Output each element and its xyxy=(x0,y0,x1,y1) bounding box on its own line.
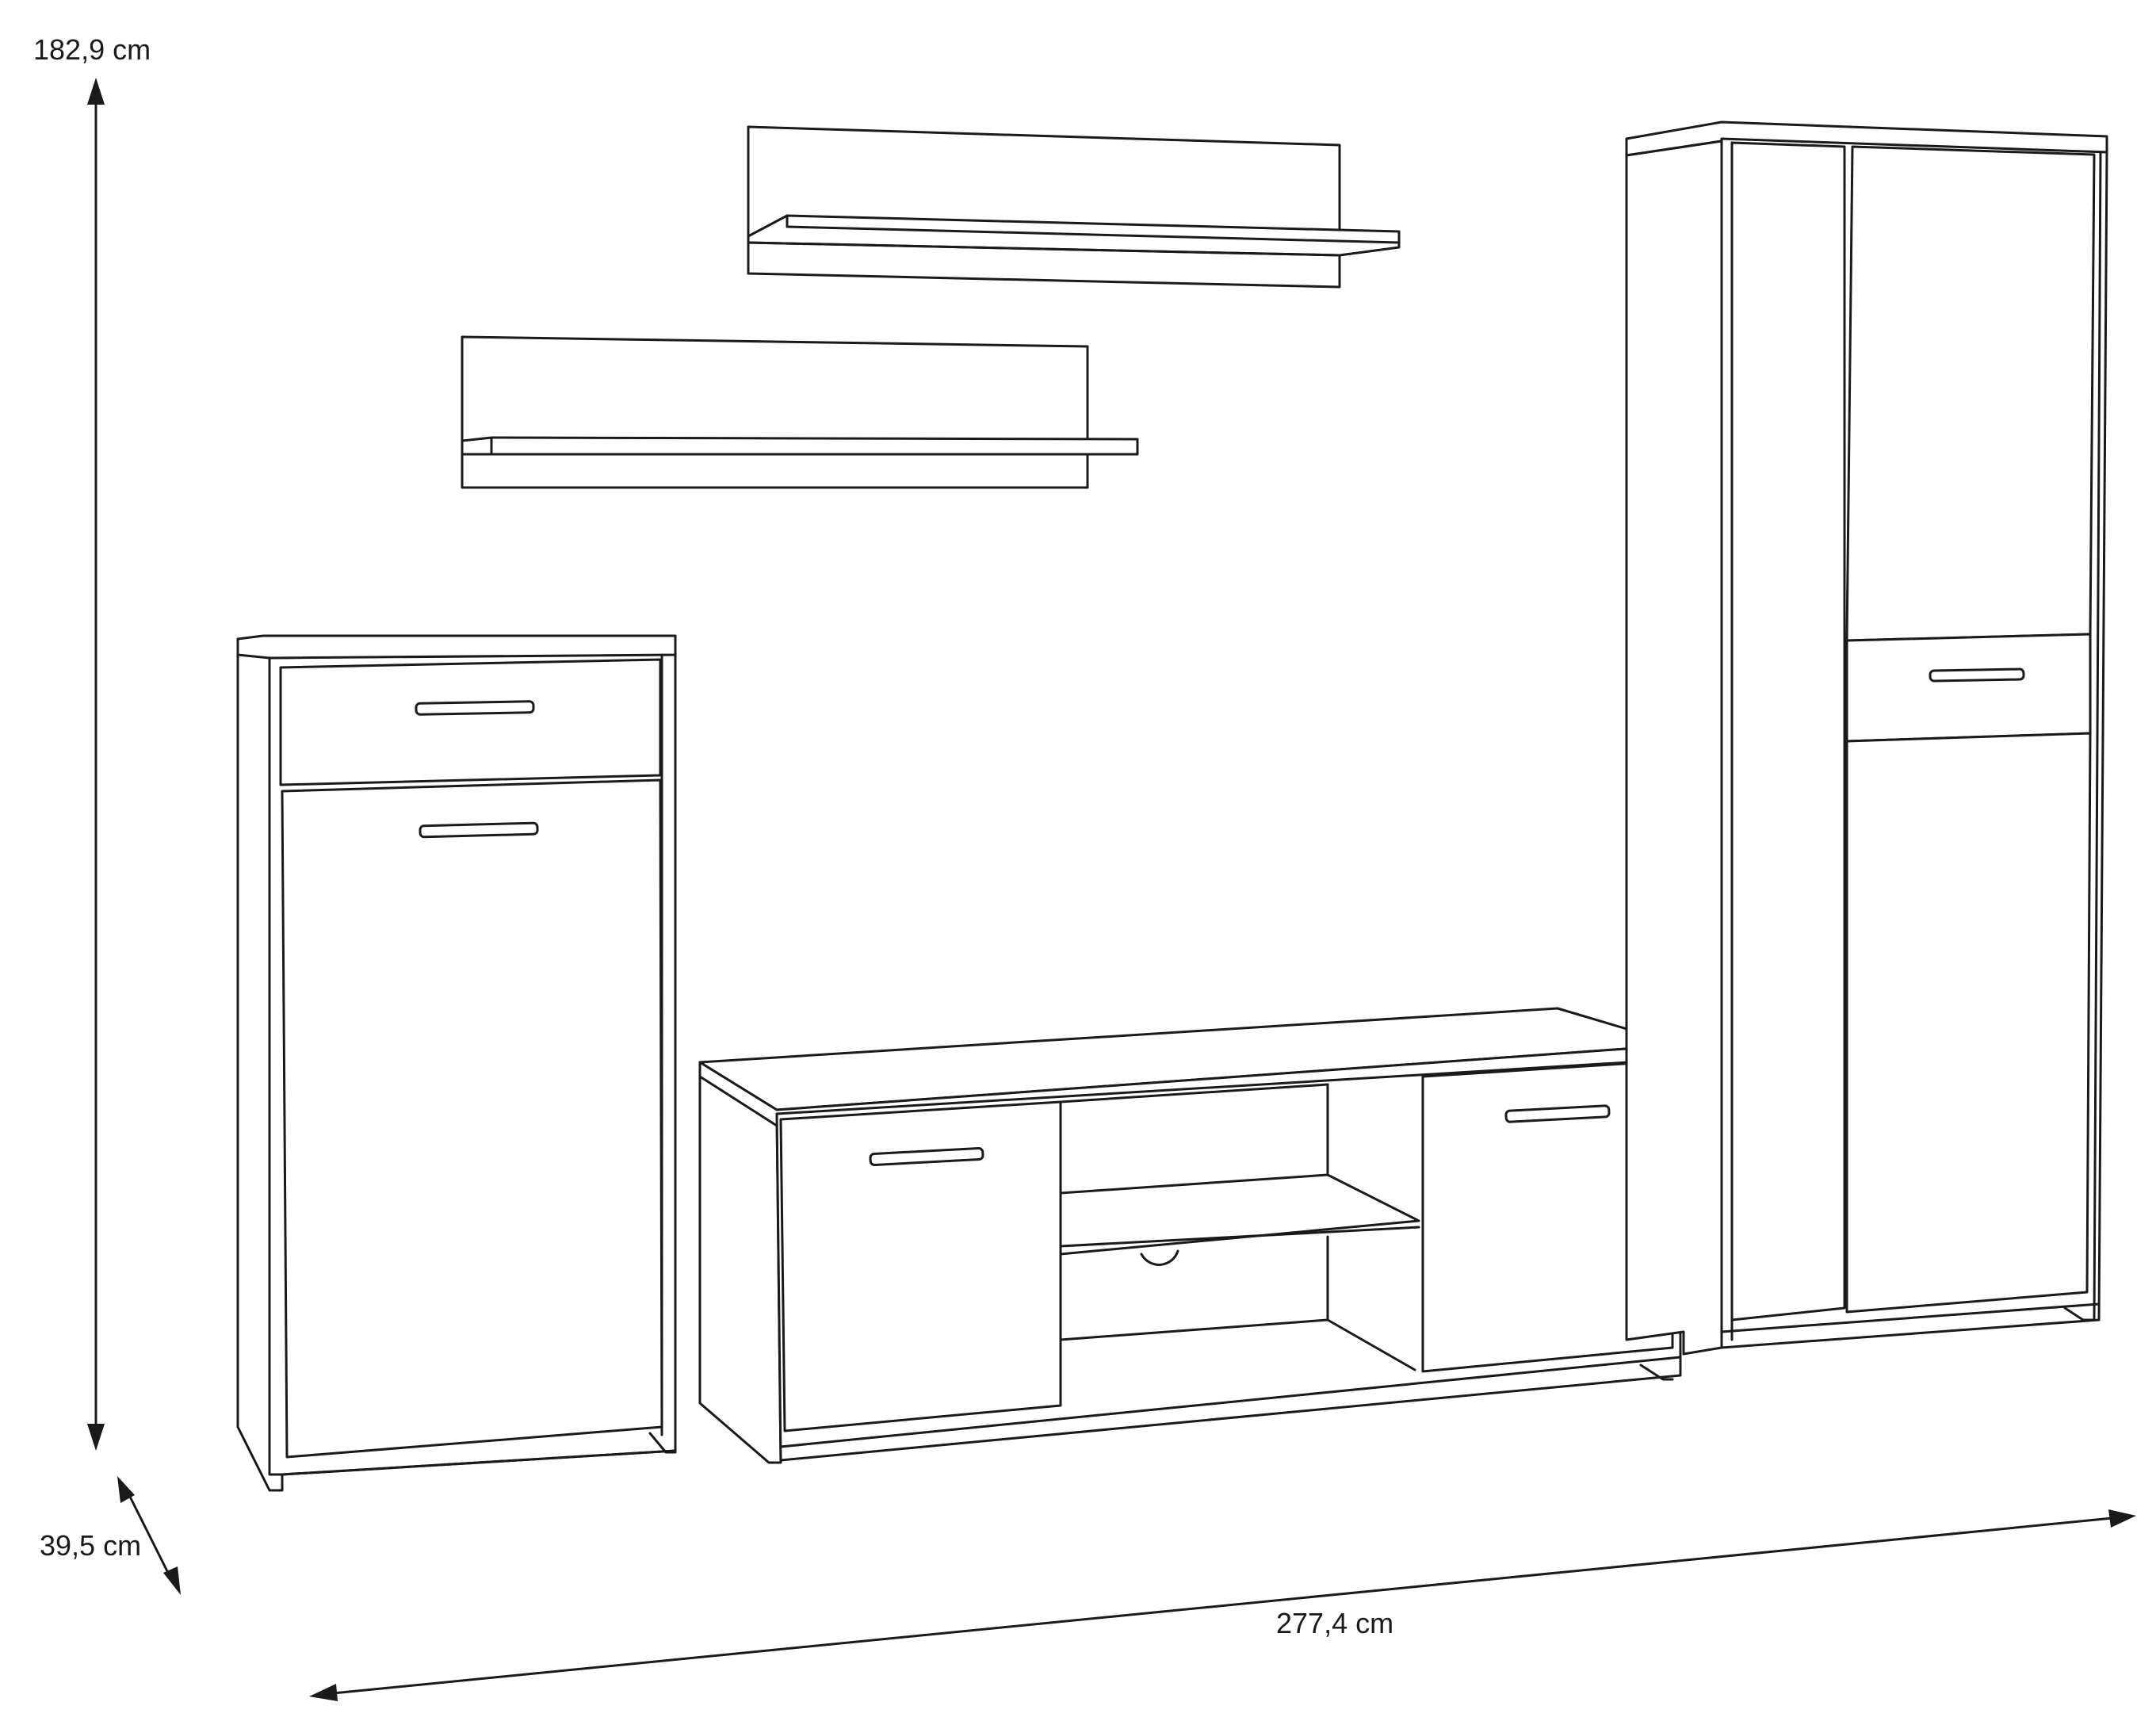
tv-stand xyxy=(698,1007,1682,1464)
tv-stand-right-door xyxy=(1421,1059,1674,1373)
wardrobe-right-upper-door xyxy=(1845,145,2096,642)
left-cabinet-drawer xyxy=(279,658,662,786)
tv-left-handle-icon xyxy=(869,1147,984,1166)
door-handle-icon xyxy=(419,821,539,839)
depth-label: 39,5 cm xyxy=(40,1529,141,1562)
arrow-down-right-icon xyxy=(163,1566,181,1595)
lower-wall-shelf xyxy=(461,335,1139,489)
cable-hole-icon xyxy=(1140,1249,1179,1266)
left-cabinet-door xyxy=(281,778,663,1459)
width-label: 277,4 cm xyxy=(1276,1607,1393,1639)
wardrobe-drawer-handle-icon xyxy=(1929,667,2025,683)
upper-wall-shelf xyxy=(747,125,1401,289)
tv-stand-left-door xyxy=(779,1100,1062,1432)
drawer-handle-icon xyxy=(415,700,535,716)
arrow-up-icon xyxy=(87,78,105,105)
tall-wardrobe xyxy=(1625,120,2108,1356)
wardrobe-right-lower-door xyxy=(1845,732,2092,1314)
height-label: 182,9 cm xyxy=(33,33,151,66)
arrow-left-icon xyxy=(309,1684,338,1701)
arrow-up-left-icon xyxy=(117,1476,135,1503)
tv-right-handle-icon xyxy=(1504,1104,1611,1123)
arrow-right-icon xyxy=(2108,1509,2136,1528)
wardrobe-left-door xyxy=(1730,141,1846,1321)
arrow-down-icon xyxy=(87,1424,105,1451)
depth-dimension: 39,5 cm xyxy=(40,1476,181,1595)
left-cabinet xyxy=(236,634,677,1492)
height-dimension: 182,9 cm xyxy=(33,33,151,1451)
width-dimension: 277,4 cm xyxy=(309,1509,2136,1701)
wardrobe-drawer xyxy=(1845,633,2092,743)
